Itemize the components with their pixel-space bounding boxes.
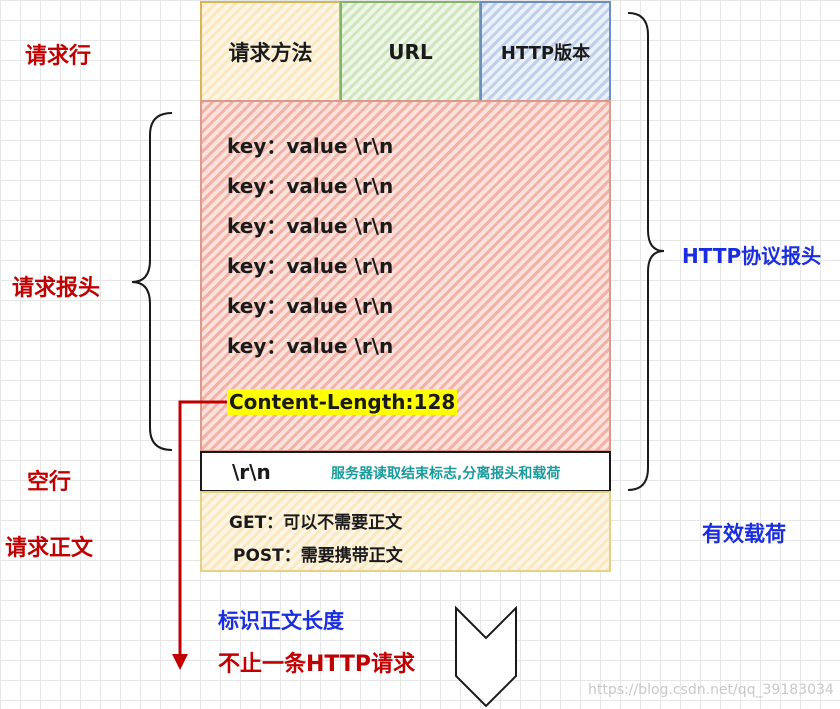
header-line: key：value \r\n bbox=[227, 134, 394, 158]
header-line: key：value \r\n bbox=[227, 294, 394, 318]
label-request-line: 请求行 bbox=[25, 44, 92, 69]
url-text: URL bbox=[388, 39, 433, 64]
chevron-down-icon bbox=[455, 605, 517, 708]
label-request-headers: 请求报头 bbox=[12, 276, 101, 301]
body-block bbox=[200, 491, 611, 572]
http-version-cell: HTTP版本 bbox=[480, 1, 611, 102]
header-line: key：value \r\n bbox=[227, 214, 394, 238]
blank-line-box bbox=[200, 451, 611, 492]
crlf-text: \r\n bbox=[232, 460, 271, 484]
label-multiple-requests: 不止一条HTTP请求 bbox=[218, 652, 416, 677]
label-payload: 有效载荷 bbox=[702, 522, 786, 546]
label-request-body: 请求正文 bbox=[5, 536, 94, 561]
get-body-text: GET：可以不需要正文 bbox=[229, 513, 403, 533]
url-cell: URL bbox=[340, 1, 481, 102]
request-method-cell: 请求方法 bbox=[200, 1, 341, 102]
blank-line-note: 服务器读取结束标志,分离报头和载荷 bbox=[331, 466, 561, 482]
http-version-text: HTTP版本 bbox=[500, 42, 591, 64]
left-brace bbox=[131, 112, 173, 451]
request-method-text: 请求方法 bbox=[228, 40, 313, 65]
watermark: https://blog.csdn.net/qq_39183034 bbox=[588, 682, 834, 698]
right-brace bbox=[627, 12, 665, 491]
header-line: key：value \r\n bbox=[227, 334, 394, 358]
header-line: key：value \r\n bbox=[227, 254, 394, 278]
arrowhead-red bbox=[172, 654, 188, 670]
label-protocol-header: HTTP协议报头 bbox=[682, 244, 822, 268]
label-length-marker: 标识正文长度 bbox=[218, 609, 344, 633]
post-body-text: POST：需要携带正文 bbox=[233, 546, 403, 566]
content-length-highlight: Content-Length:128 bbox=[227, 389, 458, 415]
label-blank-line: 空行 bbox=[27, 470, 72, 495]
header-line: key：value \r\n bbox=[227, 174, 394, 198]
